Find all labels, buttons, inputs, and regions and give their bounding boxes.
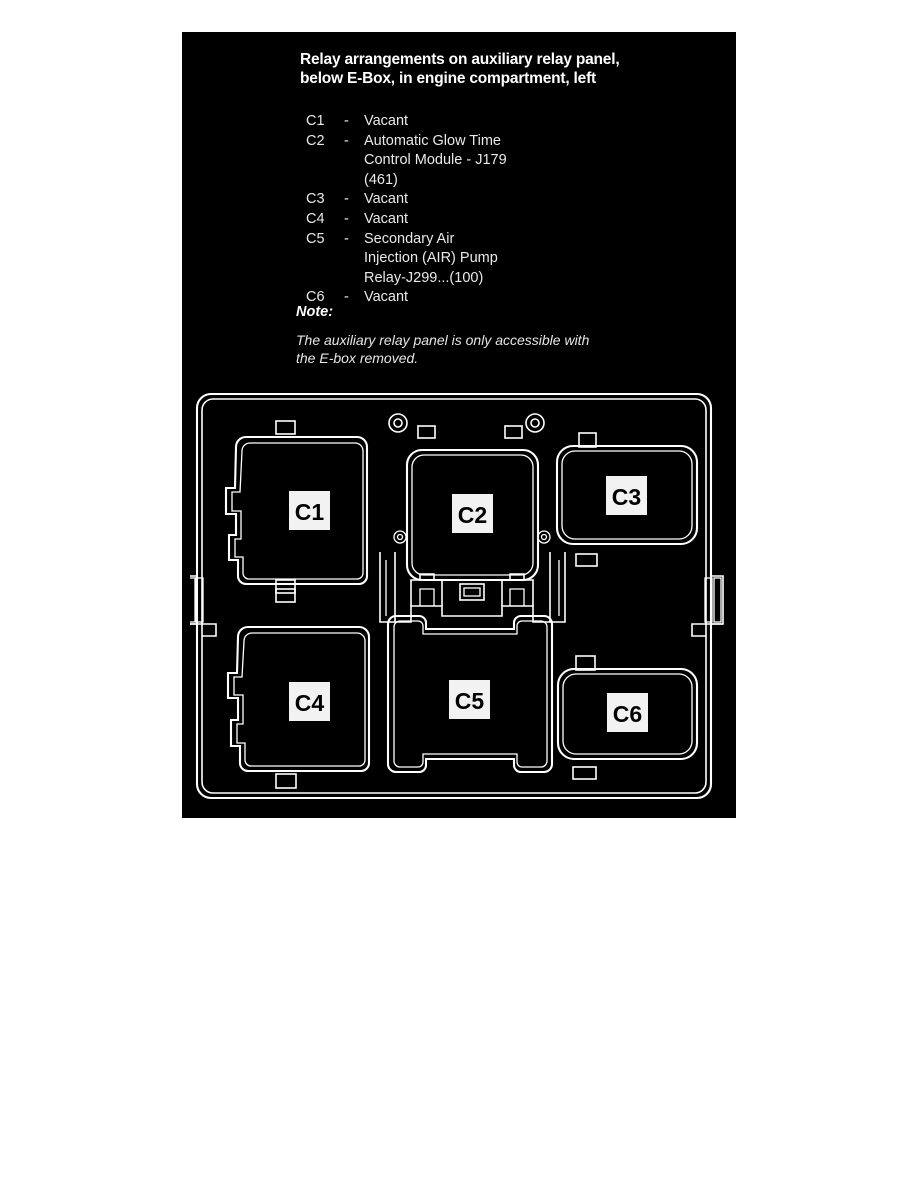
legend-code: C6 [306, 289, 325, 306]
note-block: Note: The auxiliary relay panel is only … [296, 304, 656, 367]
relay-panel-diagram: C1 [190, 384, 728, 816]
list-item: C5 - Secondary Air Injection (AIR) Pump … [306, 230, 596, 289]
panel-outer-frame [195, 392, 713, 800]
retaining-tab [572, 766, 597, 780]
legend-code: C4 [306, 210, 325, 227]
legend-description: Automatic Glow Time Control Module - J17… [364, 132, 507, 188]
right-mounting-bracket [691, 575, 724, 637]
note-title: Note: [296, 304, 334, 320]
legend-description: Secondary Air Injection (AIR) Pump Relay… [364, 230, 498, 286]
legend-dash: - [344, 289, 349, 306]
retaining-tab [575, 553, 598, 567]
left-mounting-bracket [190, 575, 217, 637]
relay-c2-side-clip-right [537, 530, 551, 544]
legend-code: C2 [306, 132, 325, 149]
legend-code: C1 [306, 113, 325, 129]
relay-label-c4: C4 [295, 690, 325, 716]
legend-dash: - [344, 113, 349, 129]
legend-dash: - [344, 191, 349, 208]
legend-dash: - [344, 132, 349, 149]
retaining-tab [459, 583, 485, 601]
screw-boss-right-icon [525, 413, 545, 433]
list-item: C6 - Vacant [306, 288, 596, 308]
retaining-tab [417, 425, 436, 439]
legend-description: Vacant [364, 289, 409, 306]
relay-label-box [452, 494, 493, 533]
legend-dash: - [344, 210, 349, 227]
legend-code: C3 [306, 191, 325, 208]
center-connector-assembly [379, 552, 566, 623]
legend-description: Vacant [364, 113, 409, 129]
retaining-tab [275, 579, 296, 594]
relay-label-c6: C6 [613, 701, 642, 727]
relay-c2[interactable]: C2 [393, 448, 551, 601]
retaining-tab [575, 655, 596, 671]
figure-panel: Relay arrangements on auxiliary relay pa… [182, 32, 736, 818]
relay-c4[interactable]: C4 [226, 579, 371, 789]
retaining-tab [275, 588, 296, 603]
relay-c3[interactable]: C3 [555, 432, 699, 567]
page-title: Relay arrangements on auxiliary relay pa… [300, 51, 620, 87]
connector-pin-left [410, 573, 443, 606]
relay-c2-side-clip-left [393, 530, 407, 544]
list-item: C3 - Vacant [306, 190, 596, 210]
legend-code: C5 [306, 230, 325, 247]
relay-label-c5: C5 [455, 688, 485, 714]
list-item: C2 - Automatic Glow Time Control Module … [306, 132, 596, 191]
legend-description: Vacant [364, 191, 409, 208]
relay-label-c1: C1 [295, 499, 325, 525]
relay-label-box [606, 476, 647, 515]
list-item: C4 - Vacant [306, 210, 596, 230]
relay-label-box [449, 680, 490, 719]
retaining-tab [578, 432, 597, 448]
retaining-tab [504, 425, 523, 439]
relay-c6[interactable]: C6 [556, 655, 699, 780]
note-body: The auxiliary relay panel is only access… [296, 332, 590, 366]
relay-label-box [289, 682, 330, 721]
screw-boss-left-icon [388, 413, 408, 433]
relay-label-box [607, 693, 648, 732]
relay-label-c2: C2 [458, 502, 487, 528]
relay-label-c3: C3 [612, 484, 641, 510]
list-item: C1 - Vacant [306, 112, 596, 132]
retaining-tab [275, 773, 297, 789]
relay-label-box [289, 491, 330, 530]
relay-legend-list: C1 - Vacant C2 - Automatic Glow Time Con… [306, 112, 596, 308]
connector-pin-right [501, 573, 534, 606]
legend-description: Vacant [364, 210, 409, 227]
relay-c1[interactable]: C1 [224, 420, 369, 603]
legend-dash: - [344, 230, 349, 247]
retaining-tab [275, 420, 296, 435]
relay-c5[interactable]: C5 [386, 614, 554, 774]
